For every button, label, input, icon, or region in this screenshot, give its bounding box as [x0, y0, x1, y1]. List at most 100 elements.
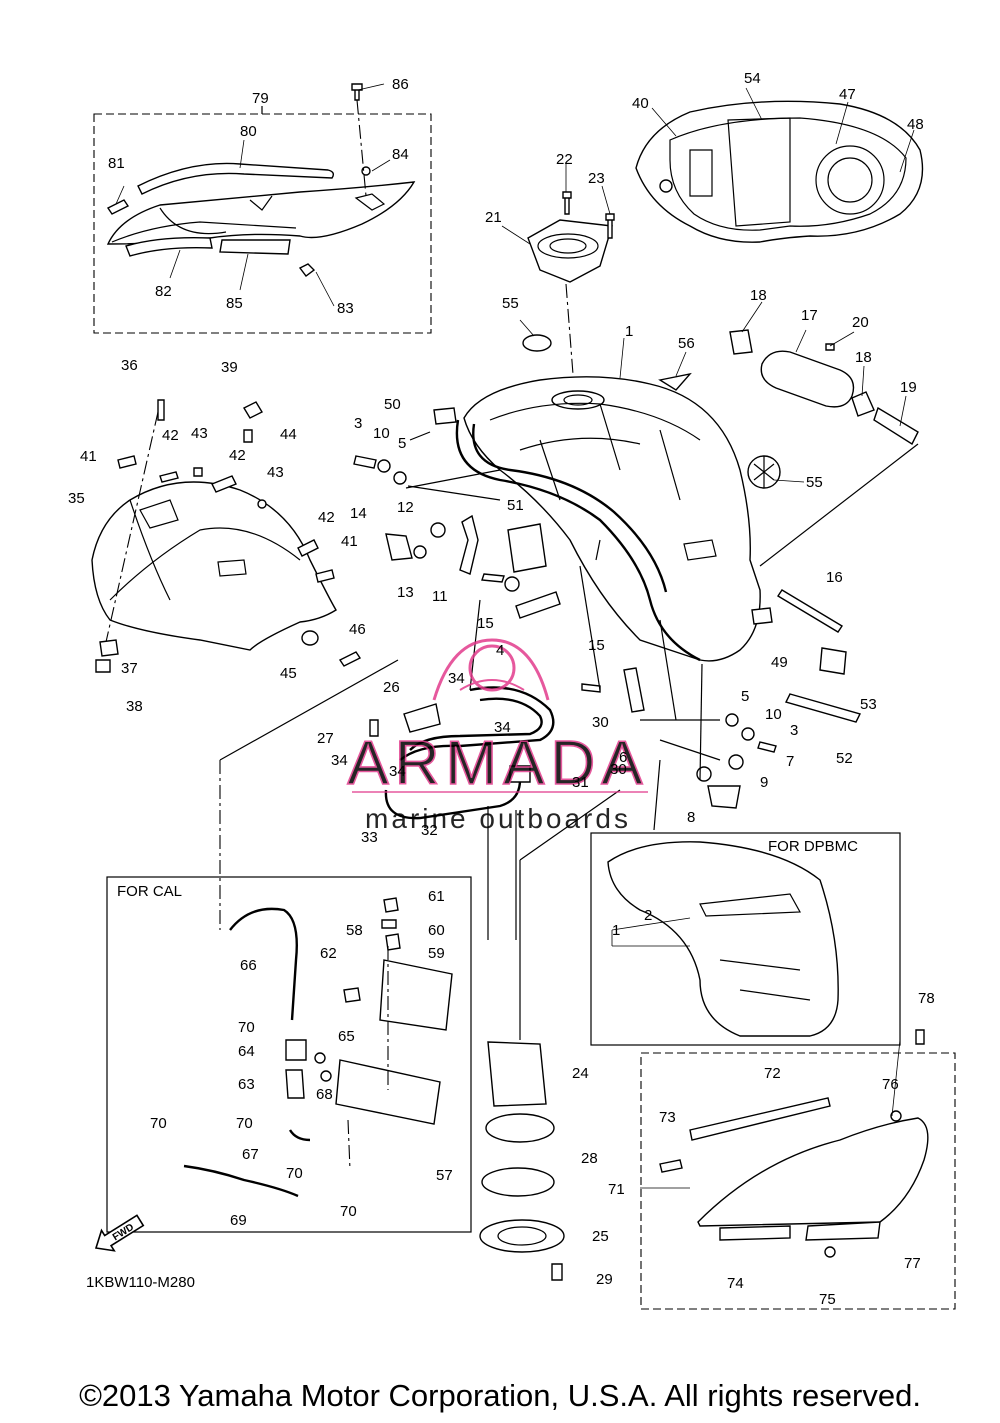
part-label: 52: [836, 750, 853, 767]
part-label: 4: [496, 642, 504, 659]
part-label: 1: [612, 922, 620, 939]
part-labels: 86 79 80 84 81 82 85 83 54 40 47 48 22 2…: [68, 70, 935, 1308]
part-label: 10: [765, 706, 782, 723]
part-label: 34: [494, 719, 511, 736]
part-label: 50: [384, 396, 401, 413]
part-label: 70: [286, 1165, 303, 1182]
part-label: 23: [588, 170, 605, 187]
part-label: 79: [252, 90, 269, 107]
part-label: 3: [790, 722, 798, 739]
part-label: 26: [383, 679, 400, 696]
part-label: 25: [592, 1228, 609, 1245]
leader-lines: [115, 83, 919, 1189]
part-label: 61: [428, 888, 445, 905]
left-tank-cover: [91, 399, 362, 673]
part-label: 51: [507, 497, 524, 514]
part-label: 70: [238, 1019, 255, 1036]
part-label: 33: [361, 829, 378, 846]
part-label: 43: [191, 425, 208, 442]
part-label: 76: [882, 1076, 899, 1093]
part-label: 12: [397, 499, 414, 516]
side-cover-group: [93, 83, 432, 334]
part-label: 18: [855, 349, 872, 366]
part-label: 70: [236, 1115, 253, 1132]
part-label: 27: [317, 730, 334, 747]
part-label: 72: [764, 1065, 781, 1082]
box-title-dpbmc: FOR DPBMC: [768, 838, 858, 855]
part-label: 55: [502, 295, 519, 312]
right-cover-group: [640, 1029, 956, 1310]
part-label: 3: [354, 415, 362, 432]
part-label: 62: [320, 945, 337, 962]
diagram-code: 1KBW110-M280: [86, 1274, 195, 1291]
part-label: 7: [786, 753, 794, 770]
hose-assembly: [369, 686, 555, 940]
part-label: 48: [907, 116, 924, 133]
part-label: 8: [687, 809, 695, 826]
part-label: 18: [750, 287, 767, 304]
part-label: 82: [155, 283, 172, 300]
part-label: 41: [80, 448, 97, 465]
part-label: 1: [625, 323, 633, 340]
part-label: 67: [242, 1146, 259, 1163]
part-label: 24: [572, 1065, 589, 1082]
part-label: 64: [238, 1043, 255, 1060]
part-label: 39: [221, 359, 238, 376]
part-label: 75: [819, 1291, 836, 1308]
part-label: 74: [727, 1275, 744, 1292]
part-label: 42: [162, 427, 179, 444]
part-label: 14: [350, 505, 367, 522]
copyright-notice: ©2013 Yamaha Motor Corporation, U.S.A. A…: [79, 1378, 921, 1413]
part-label: 78: [918, 990, 935, 1007]
part-label: 85: [226, 295, 243, 312]
for-dpbmc-box: [590, 832, 901, 1046]
part-label: 65: [338, 1028, 355, 1045]
part-label: 5: [741, 688, 749, 705]
part-label: 34: [389, 763, 406, 780]
part-label: 34: [331, 752, 348, 769]
part-label: 9: [760, 774, 768, 791]
part-label: 19: [900, 379, 917, 396]
watermark-brand: ARMADA: [347, 729, 648, 798]
part-label: 56: [678, 335, 695, 352]
armada-watermark: ARMADA marine outboards: [347, 638, 648, 834]
part-label: 29: [596, 1271, 613, 1288]
box-title-cal: FOR CAL: [117, 883, 182, 900]
part-label: 2: [644, 907, 652, 924]
part-label: 83: [337, 300, 354, 317]
part-label: 86: [392, 76, 409, 93]
part-label: 57: [436, 1167, 453, 1184]
part-label: 28: [581, 1150, 598, 1167]
part-label: 6: [619, 749, 627, 766]
part-label: 30: [610, 761, 627, 778]
part-label: 53: [860, 696, 877, 713]
part-label: 60: [428, 922, 445, 939]
part-label: 21: [485, 209, 502, 226]
part-label: 13: [397, 584, 414, 601]
part-label: 55: [806, 474, 823, 491]
part-label: 77: [904, 1255, 921, 1272]
part-label: 42: [229, 447, 246, 464]
part-label: 59: [428, 945, 445, 962]
part-label: 66: [240, 957, 257, 974]
part-label: 5: [398, 435, 406, 452]
part-label: 11: [432, 588, 448, 605]
part-label: 49: [771, 654, 788, 671]
part-label: 42: [318, 509, 335, 526]
part-label: 63: [238, 1076, 255, 1093]
watermark-tagline: marine outboards: [365, 803, 631, 834]
fuel-tank: [455, 334, 781, 662]
part-label: 69: [230, 1212, 247, 1229]
part-label: 38: [126, 698, 143, 715]
part-label: 68: [316, 1086, 333, 1103]
part-label: 54: [744, 70, 761, 87]
part-label: 43: [267, 464, 284, 481]
part-label: 35: [68, 490, 85, 507]
part-label: 58: [346, 922, 363, 939]
part-label: 37: [121, 660, 138, 677]
tank-top-cover: [635, 100, 924, 243]
part-label: 32: [421, 822, 438, 839]
bracket-hardware: [353, 407, 862, 809]
part-label: 70: [150, 1115, 167, 1132]
part-label: 20: [852, 314, 869, 331]
